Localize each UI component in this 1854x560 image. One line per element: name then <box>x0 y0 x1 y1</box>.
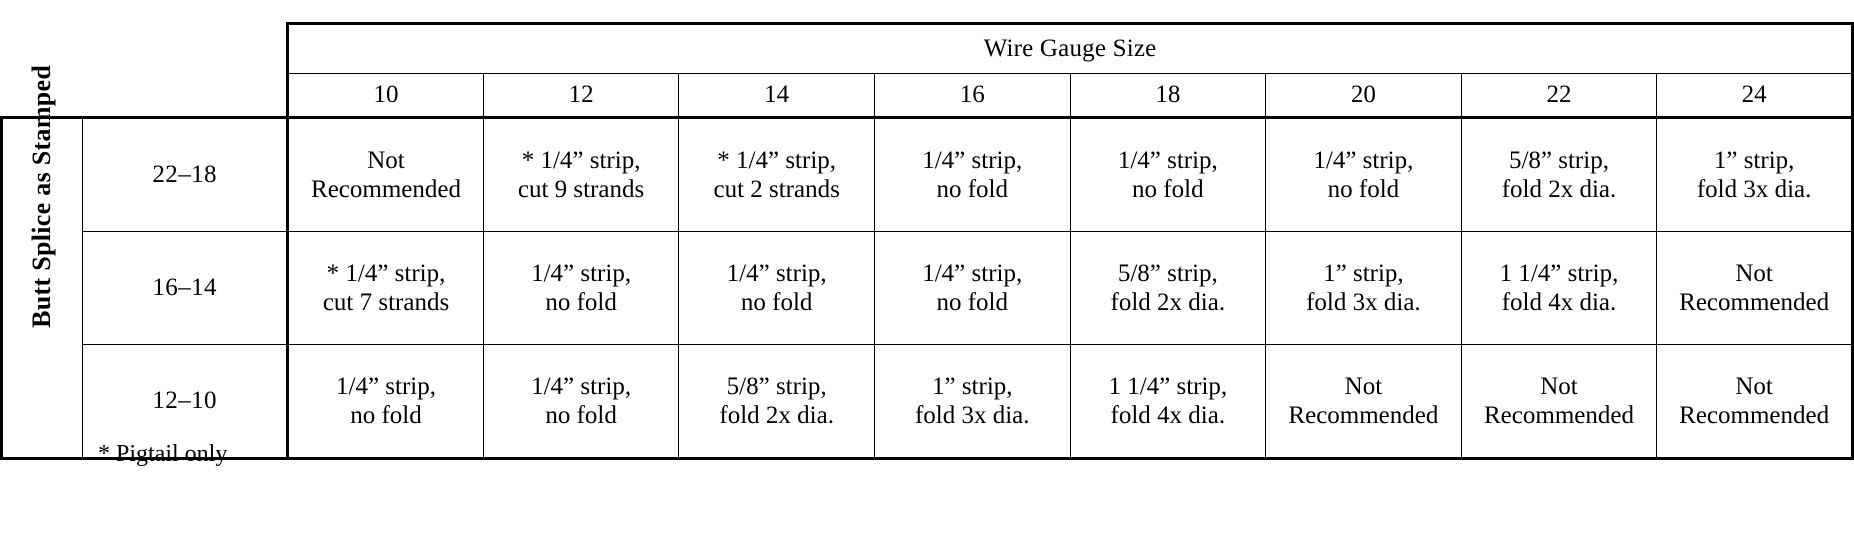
corner-spacer-rowlabel <box>82 23 288 74</box>
cell-22-18-10: Not Recommended <box>286 116 484 232</box>
cell-line-1: 1/4” strip, <box>1313 146 1414 174</box>
cell-line-2: no fold <box>740 289 813 316</box>
cell-line-1: 1/4” strip, <box>531 259 632 287</box>
cell-line-1: Not <box>367 146 405 174</box>
gauge-header-22: 22 <box>1461 73 1658 119</box>
gauge-header-24: 24 <box>1656 73 1854 119</box>
column-group-title: Wire Gauge Size <box>286 22 1854 74</box>
cell-line-1: 1/4” strip, <box>1117 146 1218 174</box>
row-header-12-10: 12–10 <box>82 344 290 460</box>
cell-line-1: 5/8” strip, <box>726 372 827 400</box>
cell-12-10-14: 5/8” strip, fold 2x dia. <box>678 344 875 460</box>
gauge-header-20: 20 <box>1265 73 1462 119</box>
cell-16-14-16: 1/4” strip, no fold <box>874 231 1071 345</box>
cell-line-1: Not <box>1735 372 1773 400</box>
cell-line-2: Recommended <box>1679 289 1830 316</box>
gauge-header-14: 14 <box>678 73 875 119</box>
cell-line-2: no fold <box>350 402 422 429</box>
wire-gauge-splice-table: Wire Gauge Size 10 12 14 16 18 20 22 24 <box>0 22 1854 460</box>
cell-22-18-24: 1” strip, fold 3x dia. <box>1656 116 1854 232</box>
cell-line-1: 1/4” strip, <box>922 259 1023 287</box>
cell-22-18-16: 1/4” strip, no fold <box>874 116 1071 232</box>
row-header-22-18: 22–18 <box>82 116 290 232</box>
gauge-header-16: 16 <box>874 73 1071 119</box>
cell-12-10-24: Not Recommended <box>1656 344 1854 460</box>
cell-line-2: Recommended <box>1484 402 1634 429</box>
gauge-header-18: 18 <box>1070 73 1267 119</box>
cell-line-2: cut 7 strands <box>322 289 450 316</box>
cell-12-10-22: Not Recommended <box>1461 344 1658 460</box>
cell-22-18-14: * 1/4” strip, cut 2 strands <box>678 116 875 232</box>
cell-line-2: fold 2x dia. <box>1501 176 1617 203</box>
cell-line-1: Not <box>1735 259 1773 287</box>
cell-line-1: * 1/4” strip, <box>717 146 837 174</box>
cell-line-2: cut 9 strands <box>517 176 645 203</box>
cell-16-14-14: 1/4” strip, no fold <box>678 231 875 345</box>
cell-16-14-18: 5/8” strip, fold 2x dia. <box>1070 231 1267 345</box>
table-row: 12–10 1/4” strip, no fold 1/4” strip, no… <box>2 344 1854 460</box>
cell-22-18-22: 5/8” strip, fold 2x dia. <box>1461 116 1658 232</box>
corner-spacer-rowlabel-2 <box>82 73 288 118</box>
cell-16-14-10: * 1/4” strip, cut 7 strands <box>286 231 484 345</box>
corner-spacer-left <box>1 23 83 74</box>
cell-line-2: fold 3x dia. <box>1696 176 1812 203</box>
cell-line-1: 1 1/4” strip, <box>1108 372 1228 400</box>
cell-22-18-18: 1/4” strip, no fold <box>1070 116 1267 232</box>
cell-16-14-20: 1” strip, fold 3x dia. <box>1265 231 1462 345</box>
cell-line-1: 1” strip, <box>1713 146 1795 174</box>
table-header-gauge-row: 10 12 14 16 18 20 22 24 <box>1 73 1854 119</box>
corner-spacer-left-2 <box>1 73 83 118</box>
row-group-title: Butt Splice as Stamped <box>27 64 57 328</box>
cell-line-2: Recommended <box>1679 402 1830 429</box>
cell-line-1: 1” strip, <box>1323 259 1404 287</box>
cell-16-14-12: 1/4” strip, no fold <box>483 231 680 345</box>
table-row: Butt Splice as Stamped 22–18 Not Recomme… <box>0 65 1854 460</box>
cell-line-1: * 1/4” strip, <box>521 146 641 174</box>
cell-line-1: Not <box>1540 372 1578 400</box>
cell-line-2: fold 3x dia. <box>914 402 1030 429</box>
cell-line-2: fold 4x dia. <box>1501 289 1617 316</box>
cell-22-18-12: * 1/4” strip, cut 9 strands <box>483 116 680 232</box>
cell-12-10-18: 1 1/4” strip, fold 4x dia. <box>1070 344 1267 460</box>
cell-line-2: no fold <box>936 289 1008 316</box>
cell-line-1: 1/4” strip, <box>726 259 827 287</box>
cell-line-1: 1/4” strip, <box>922 146 1023 174</box>
cell-12-10-12: 1/4” strip, no fold <box>483 344 680 460</box>
wire-gauge-table-container: Wire Gauge Size 10 12 14 16 18 20 22 24 <box>0 22 1854 460</box>
cell-line-1: * 1/4” strip, <box>326 259 446 287</box>
cell-22-18-20: 1/4” strip, no fold <box>1265 116 1462 232</box>
cell-line-1: 5/8” strip, <box>1508 146 1609 174</box>
cell-12-10-20: Not Recommended <box>1265 344 1462 460</box>
cell-12-10-10: 1/4” strip, no fold <box>286 344 484 460</box>
cell-line-2: no fold <box>1132 176 1204 203</box>
cell-line-1: 1 1/4” strip, <box>1499 259 1619 287</box>
cell-line-1: Not <box>1344 372 1383 400</box>
cell-line-1: 1/4” strip, <box>531 372 632 400</box>
cell-line-2: fold 4x dia. <box>1110 402 1226 429</box>
cell-line-1: 1/4” strip, <box>336 372 436 400</box>
cell-line-2: no fold <box>545 289 617 316</box>
cell-line-1: 1” strip, <box>931 372 1013 400</box>
cell-16-14-24: Not Recommended <box>1656 231 1854 345</box>
cell-line-2: no fold <box>1327 176 1400 203</box>
cell-line-2: Recommended <box>1288 402 1439 429</box>
table-footnote: * Pigtail only <box>98 441 228 467</box>
table-row: 16–14 * 1/4” strip, cut 7 strands 1/4” s… <box>2 231 1854 345</box>
cell-line-2: fold 2x dia. <box>1110 289 1226 316</box>
cell-line-2: no fold <box>936 176 1008 203</box>
row-header-16-14: 16–14 <box>82 231 290 345</box>
gauge-header-12: 12 <box>483 73 680 119</box>
cell-line-2: fold 2x dia. <box>719 402 834 429</box>
row-group-title-cell: Butt Splice as Stamped <box>0 64 84 460</box>
table-header-group-row: Wire Gauge Size <box>1 22 1854 74</box>
cell-line-1: 5/8” strip, <box>1117 259 1218 287</box>
cell-line-2: fold 3x dia. <box>1306 289 1421 316</box>
cell-line-2: cut 2 strands <box>713 176 840 203</box>
cell-16-14-22: 1 1/4” strip, fold 4x dia. <box>1461 231 1658 345</box>
cell-12-10-16: 1” strip, fold 3x dia. <box>874 344 1071 460</box>
cell-line-2: no fold <box>545 402 617 429</box>
gauge-header-10: 10 <box>286 73 484 119</box>
cell-line-2: Recommended <box>311 176 461 203</box>
